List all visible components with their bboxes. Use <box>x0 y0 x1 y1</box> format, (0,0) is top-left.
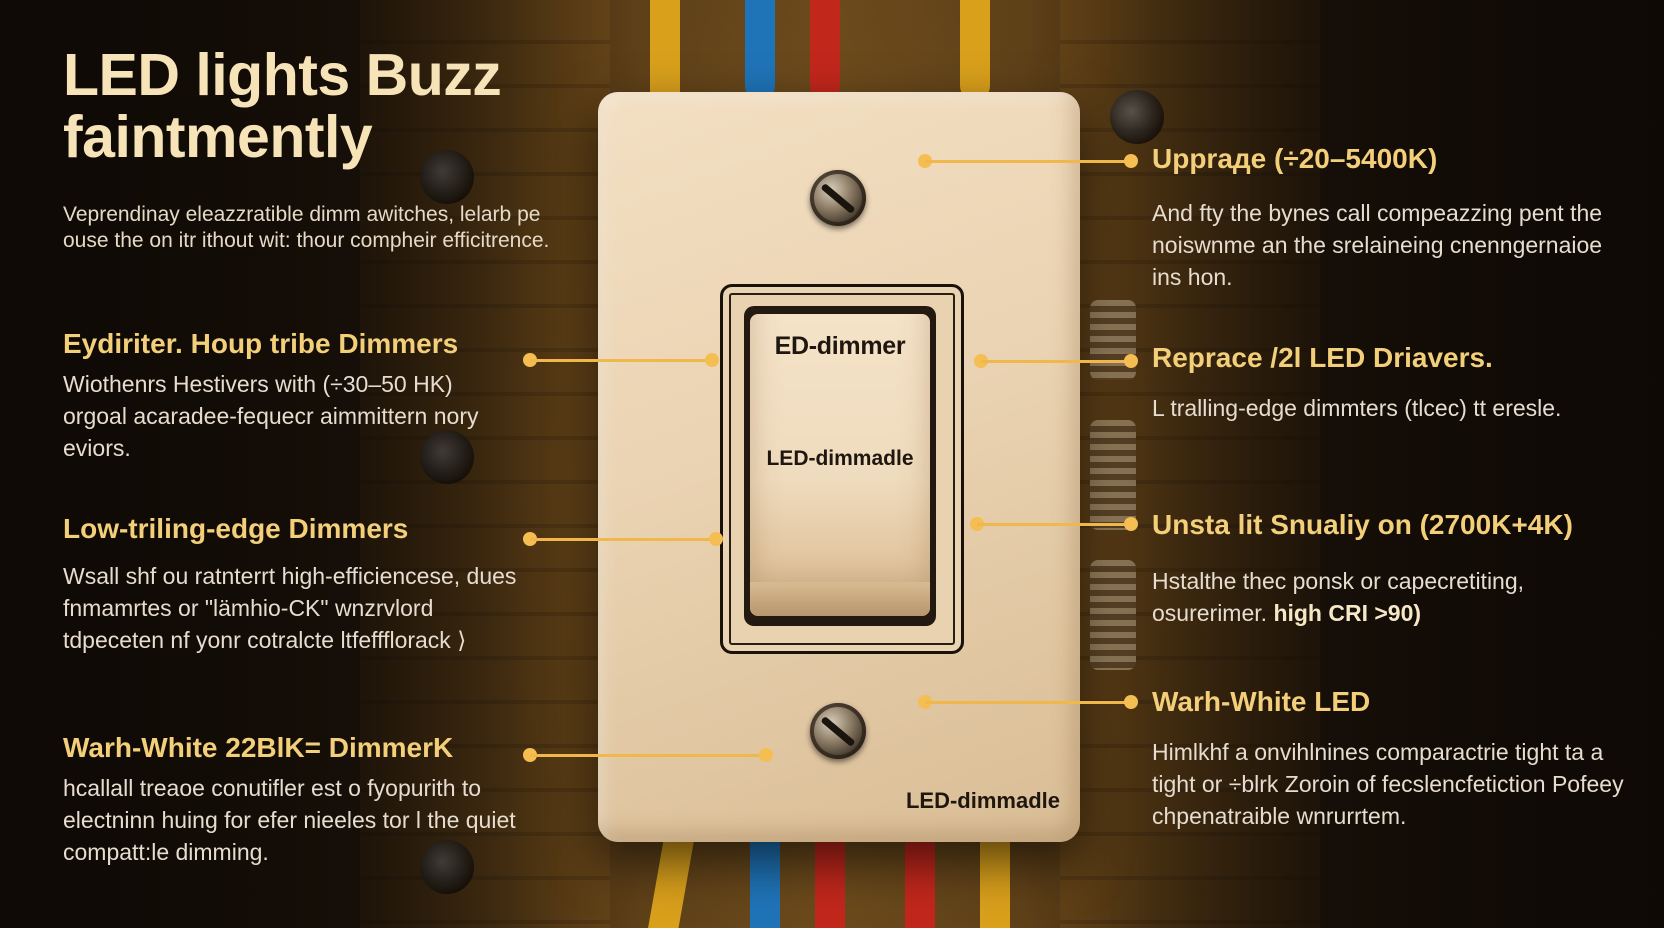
connector-dot <box>1124 695 1138 709</box>
connector-line <box>530 754 766 757</box>
connector-dot <box>1124 154 1138 168</box>
connector-line <box>925 701 1131 704</box>
left-body-2: Wsall shf ou ratnterrt high-efficiencese… <box>63 563 517 653</box>
wire-red-bottom <box>815 830 845 928</box>
plate-label: LED-dimmadle <box>905 788 1060 813</box>
connector-line <box>530 538 716 541</box>
page-title: LED lights Buzz faintmently <box>63 42 502 170</box>
wire-blue-top <box>745 0 775 100</box>
right-body-3: Hstalthe thec ponsk or capecretiting, os… <box>1152 565 1632 629</box>
left-body-1: Wiothenrs Hestivers with (÷30–50 HK) org… <box>63 371 479 461</box>
right-body-1: And fty the bynes call compeazzing pent … <box>1152 200 1603 290</box>
connector-dot <box>1124 517 1138 531</box>
right-body-2: L tralling-edge dimmters (tlcec) tt eres… <box>1152 395 1562 421</box>
left-heading-3: Warh-White 22BlK= DimmerK <box>63 732 454 763</box>
rocker-lip <box>750 582 930 616</box>
right-heading-4: Warh-White LED <box>1152 686 1371 717</box>
left-heading-1: Eydiriter. Houp tribe Dimmers <box>63 328 459 359</box>
screw-icon <box>810 703 866 759</box>
cri-highlight: high CRI >90) <box>1273 600 1422 626</box>
connector-dot <box>709 532 723 546</box>
connector-dot <box>759 748 773 762</box>
connector-line <box>977 523 1131 526</box>
left-body-3: hcallall treaoe conutifler est o fyopuri… <box>63 775 516 865</box>
right-heading-1: Uppraде (÷20–5400K) <box>1152 143 1438 174</box>
connector-line <box>981 360 1131 363</box>
wire-red-bottom2 <box>905 830 935 928</box>
wire-red-top <box>810 0 840 100</box>
wire-yellow-bottom2 <box>980 830 1010 928</box>
connector-dot <box>1124 354 1138 368</box>
rocker-top-label: ED-dimmer <box>774 332 906 360</box>
intro-text: Veprendinay eleazzratible dimm awitches,… <box>63 203 550 252</box>
connector-line <box>925 160 1131 163</box>
shade-left <box>0 0 640 928</box>
connector-line <box>530 359 712 362</box>
right-body-3-text: Hstalthe thec ponsk or capecretiting, os… <box>1152 568 1525 626</box>
left-heading-2: Low-triling-edge Dimmers <box>63 513 409 544</box>
screw-icon <box>810 170 866 226</box>
right-body-4: Himlkhf a onvihlnines comparactrie tight… <box>1152 739 1624 829</box>
connector-dot <box>705 353 719 367</box>
wire-blue-bottom <box>750 830 780 928</box>
rocker-face <box>750 314 930 616</box>
right-heading-3: Unsta lit Snualiy on (2700K+4K) <box>1152 509 1573 540</box>
wire-yellow-top2 <box>960 0 990 100</box>
rocker-mid-label: LED-dimmadle <box>766 447 914 470</box>
right-heading-2: Repracе /2l LED Driavers. <box>1152 342 1493 373</box>
